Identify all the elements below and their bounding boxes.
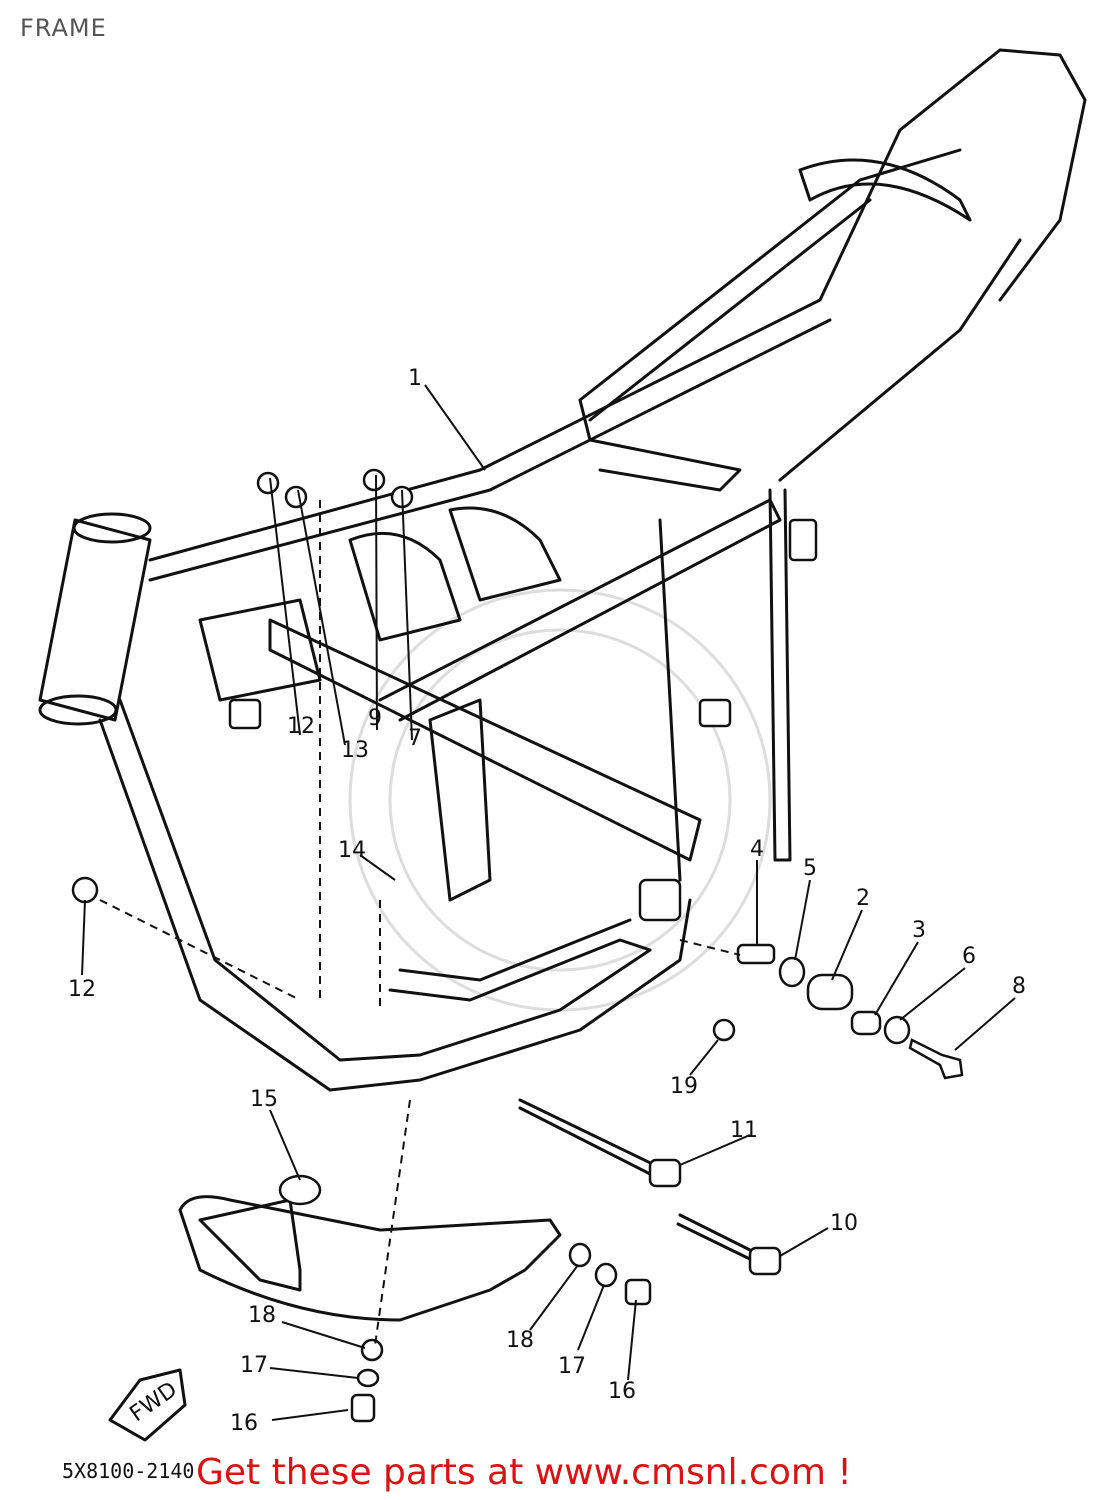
callout-17a: 17 [240, 1353, 268, 1378]
callout-19: 19 [670, 1074, 698, 1099]
washer-5 [778, 956, 806, 988]
callout-17b: 17 [558, 1354, 586, 1379]
callout-11: 11 [730, 1118, 758, 1143]
bolt-19 [712, 1018, 736, 1042]
top-tube [148, 48, 1087, 562]
main-frame [38, 48, 1087, 1092]
callout-2: 2 [856, 886, 870, 911]
collar-2 [806, 973, 854, 1011]
long-bolts [518, 1098, 782, 1276]
callout-8: 8 [1012, 974, 1026, 999]
callout-16a: 16 [230, 1411, 258, 1436]
callout-labels: 1 2 3 4 5 6 7 8 9 10 11 12 12 13 14 15 1… [68, 366, 1026, 1436]
callout-18b: 18 [506, 1328, 534, 1353]
fwd-arrow-icon: FWD [108, 1368, 187, 1442]
callout-leaders [81, 384, 1016, 1421]
bolt-8 [908, 1038, 964, 1080]
callout-1: 1 [408, 366, 422, 391]
callout-13: 13 [341, 738, 369, 763]
callout-10: 10 [830, 1211, 858, 1236]
callout-4: 4 [750, 837, 764, 862]
callout-3: 3 [912, 918, 926, 943]
page-title: FRAME [20, 14, 107, 42]
diagram-code: 5X8100-2140 [62, 1459, 195, 1483]
engine-guard [178, 1174, 562, 1322]
engine-mount-hardware-rear [712, 943, 964, 1080]
assembly-lines [99, 500, 741, 1346]
guard-hardware [71, 468, 652, 1423]
callout-16b: 16 [608, 1379, 636, 1404]
callout-12a: 12 [68, 977, 96, 1002]
callout-18a: 18 [248, 1303, 276, 1328]
callout-12b: 12 [287, 714, 315, 739]
callout-15: 15 [250, 1087, 278, 1112]
callout-9: 9 [368, 706, 382, 731]
bolt-4 [736, 943, 776, 965]
steering-head [38, 518, 152, 722]
fwd-label: FWD [125, 1377, 181, 1427]
nut-6 [883, 1015, 911, 1045]
spacer-3 [850, 1010, 882, 1036]
cta-link[interactable]: Get these parts at www.cmsnl.com ! [196, 1452, 852, 1493]
callout-5: 5 [803, 856, 817, 881]
callout-7: 7 [408, 726, 422, 751]
callout-6: 6 [962, 944, 976, 969]
callout-14: 14 [338, 838, 366, 863]
